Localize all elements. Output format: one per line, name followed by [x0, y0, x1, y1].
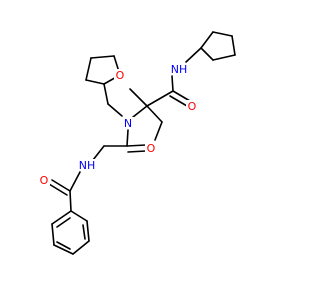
oxygen-atom-label: O — [40, 174, 49, 187]
nitrogen-atom-label: NH — [79, 159, 96, 172]
bond — [70, 210, 88, 222]
bond — [126, 144, 147, 147]
bond — [85, 79, 105, 85]
bond — [56, 217, 71, 228]
bond — [69, 190, 72, 212]
bond — [129, 88, 148, 107]
bonds — [48, 31, 236, 255]
bond — [48, 183, 68, 196]
bond — [103, 83, 109, 105]
bond — [53, 244, 74, 255]
bond — [172, 90, 191, 102]
bond — [171, 75, 174, 92]
bond — [212, 54, 236, 61]
bond — [51, 223, 55, 246]
bond — [185, 47, 202, 63]
bond — [51, 179, 71, 192]
bond — [56, 241, 71, 250]
bond — [69, 171, 81, 192]
bond — [231, 35, 236, 56]
oxygen-atom-label: O — [188, 100, 197, 113]
bond — [51, 210, 72, 225]
bond — [146, 105, 163, 123]
bond — [72, 240, 90, 255]
bond — [169, 95, 188, 107]
bond — [154, 121, 163, 141]
nitrogen-atom-label: N — [124, 117, 132, 130]
atom-labels: O NH O N O NH O — [38, 63, 198, 187]
bond — [92, 145, 105, 161]
bond — [200, 31, 214, 49]
bond — [212, 31, 233, 37]
bond — [126, 129, 129, 147]
bond — [107, 103, 123, 117]
bond — [146, 90, 174, 107]
bond — [86, 220, 90, 242]
molecule-structure: O NH O N O NH O — [38, 31, 236, 255]
bond — [127, 150, 147, 153]
bond — [90, 55, 115, 59]
bond — [82, 224, 86, 240]
oxygen-atom-label: O — [147, 142, 156, 155]
nitrogen-atom-label: NH — [171, 63, 188, 76]
bond — [85, 57, 92, 81]
bond — [132, 105, 148, 118]
oxygen-atom-label: O — [116, 69, 125, 82]
bond — [200, 47, 214, 61]
